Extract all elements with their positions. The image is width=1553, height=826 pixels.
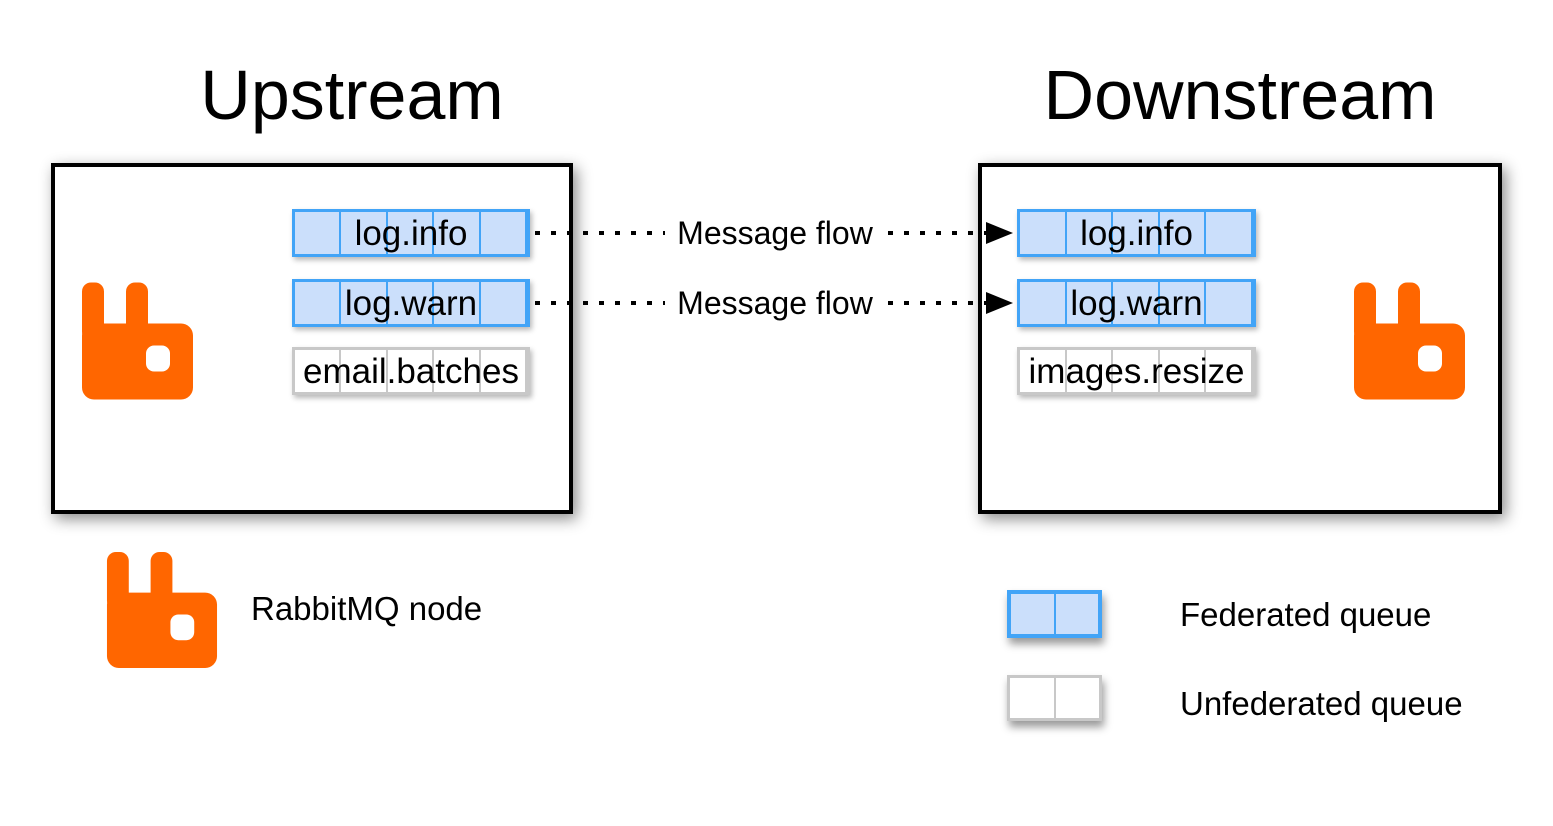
queue-label: log.warn (344, 283, 478, 323)
upstream-title: Upstream (200, 56, 504, 134)
queue-cell (1113, 350, 1160, 392)
queue-cell (1020, 212, 1067, 254)
legend-unfederated-queue-swatch (1007, 675, 1102, 721)
arrowhead-icon (986, 222, 1013, 244)
message-flow-dotted-line (888, 231, 986, 235)
queue-cell (295, 350, 342, 392)
rabbitmq-logo-icon (106, 552, 218, 668)
queue-downstream-log-info: log.info (1017, 209, 1256, 257)
queue-cell (434, 282, 481, 324)
arrowhead-icon (986, 292, 1013, 314)
queue-cell (1020, 282, 1067, 324)
queue-cell (1067, 212, 1114, 254)
queue-cell (1206, 282, 1253, 324)
queue-downstream-log-warn: log.warn (1017, 279, 1256, 327)
queue-upstream-log-warn: log.warn (292, 279, 530, 327)
queue-cell (434, 350, 481, 392)
message-flow-label: Message flow (677, 215, 873, 251)
queue-cell (388, 212, 435, 254)
queue-cell (1011, 594, 1056, 634)
queue-cell (1160, 350, 1207, 392)
message-flow-dotted-line (535, 301, 665, 305)
queue-cell (1010, 678, 1056, 718)
queue-cell (295, 282, 342, 324)
queue-cell (388, 350, 435, 392)
queue-cell (481, 212, 528, 254)
queue-cell (1056, 594, 1099, 634)
queue-cell (481, 350, 528, 392)
queue-cell (434, 212, 481, 254)
legend-rabbitmq-node-label: RabbitMQ node (251, 590, 483, 627)
queue-cell (1160, 282, 1207, 324)
queue-cell (1160, 212, 1207, 254)
queue-label: log.info (354, 213, 468, 253)
queue-cell (1206, 350, 1253, 392)
downstream-title: Downstream (1043, 56, 1437, 134)
queue-downstream-images-resize: images.resize (1017, 347, 1256, 395)
legend-federated-queue-label: Federated queue (1180, 596, 1432, 633)
queue-cell (1113, 282, 1160, 324)
queue-label: images.resize (1028, 351, 1245, 391)
message-flow-dotted-line (535, 231, 665, 235)
queue-cell (341, 212, 388, 254)
legend-unfederated-queue-label: Unfederated queue (1180, 685, 1463, 722)
queue-upstream-email-batches: email.batches (292, 347, 530, 395)
queue-cell (341, 350, 388, 392)
message-flow-label: Message flow (677, 285, 873, 321)
queue-cell (388, 282, 435, 324)
queue-cell (1113, 212, 1160, 254)
queue-cell (1206, 212, 1253, 254)
queue-cell (481, 282, 528, 324)
queue-label: email.batches (303, 351, 519, 391)
queue-cell (1067, 350, 1114, 392)
queue-cell (295, 212, 342, 254)
rabbitmq-logo-icon (1354, 282, 1465, 400)
message-flow-dotted-line (888, 301, 986, 305)
queue-cell (1020, 350, 1067, 392)
queue-cell (341, 282, 388, 324)
queue-label: log.warn (1070, 283, 1203, 323)
queue-upstream-log-info: log.info (292, 209, 530, 257)
queue-cell (1067, 282, 1114, 324)
queue-label: log.info (1080, 213, 1193, 253)
rabbitmq-logo-icon (82, 282, 193, 400)
legend-federated-queue-swatch (1007, 590, 1102, 638)
queue-cell (1056, 678, 1100, 718)
